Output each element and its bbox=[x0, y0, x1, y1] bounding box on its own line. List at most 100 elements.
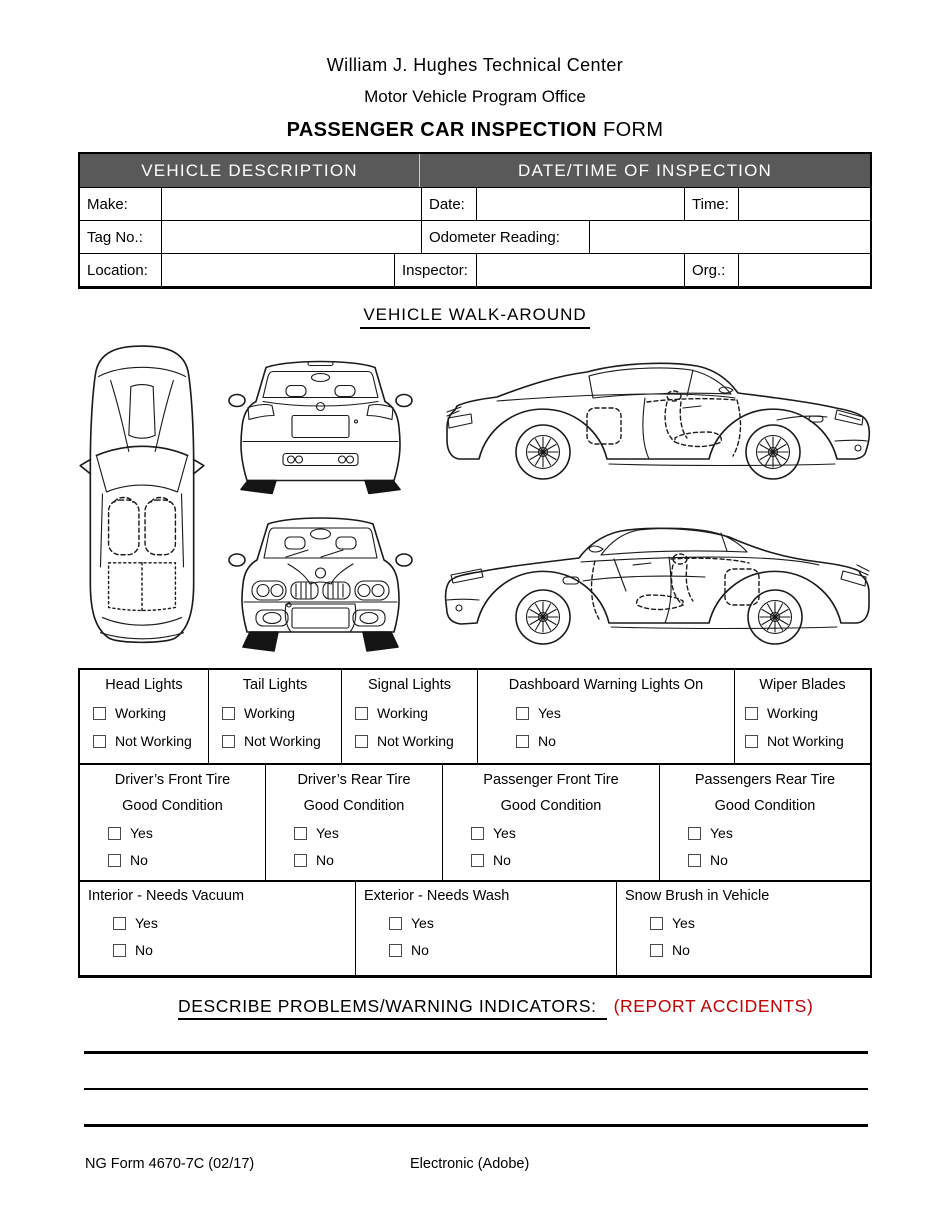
passenger-rear-tire-no-option[interactable]: No bbox=[688, 852, 870, 868]
group-title: Driver’s Front Tire bbox=[114, 772, 231, 788]
driver-front-tire-yes-option[interactable]: Yes bbox=[108, 825, 265, 841]
inspector-label: Inspector: bbox=[395, 254, 477, 286]
car-top-view bbox=[79, 345, 205, 644]
checkbox-icon[interactable] bbox=[688, 853, 701, 867]
dashboard-yes-option[interactable]: Yes bbox=[516, 705, 734, 721]
group-driver-front-tire: Driver’s Front Tire Good Condition Yes N… bbox=[80, 765, 266, 880]
org-label: Org.: bbox=[685, 254, 739, 286]
headlights-not-working-option[interactable]: Not Working bbox=[93, 733, 208, 749]
org-input[interactable] bbox=[739, 254, 870, 286]
info-row-3: Location: Inspector: Org.: bbox=[80, 253, 870, 286]
group-title: Signal Lights bbox=[367, 677, 452, 693]
form-header: William J. Hughes Technical Center Motor… bbox=[0, 55, 950, 142]
location-input[interactable] bbox=[162, 254, 395, 286]
checkbox-icon[interactable] bbox=[294, 853, 307, 867]
checkbox-icon[interactable] bbox=[745, 734, 758, 748]
checkbox-icon[interactable] bbox=[113, 916, 126, 930]
inspection-checklist: Head Lights Working Not Working Tail Lig… bbox=[78, 668, 872, 978]
checkbox-icon[interactable] bbox=[93, 706, 106, 720]
odometer-input[interactable] bbox=[590, 221, 870, 253]
checkbox-icon[interactable] bbox=[516, 706, 529, 720]
headlights-working-option[interactable]: Working bbox=[93, 705, 208, 721]
checkbox-icon[interactable] bbox=[222, 706, 235, 720]
checkbox-icon[interactable] bbox=[516, 734, 529, 748]
wiper-working-option[interactable]: Working bbox=[745, 705, 870, 721]
driver-front-tire-no-option[interactable]: No bbox=[108, 852, 265, 868]
tag-label: Tag No.: bbox=[80, 221, 162, 253]
time-input[interactable] bbox=[739, 188, 870, 220]
checkbox-icon[interactable] bbox=[471, 826, 484, 840]
form-medium: Electronic (Adobe) bbox=[410, 1156, 530, 1172]
taillights-not-working-option[interactable]: Not Working bbox=[222, 733, 341, 749]
checkbox-icon[interactable] bbox=[471, 853, 484, 867]
checkbox-icon[interactable] bbox=[688, 826, 701, 840]
checkbox-icon[interactable] bbox=[745, 706, 758, 720]
problems-line-3[interactable] bbox=[84, 1124, 868, 1127]
interior-vacuum-yes-option[interactable]: Yes bbox=[113, 915, 355, 931]
passenger-front-tire-yes-option[interactable]: Yes bbox=[471, 825, 659, 841]
date-input[interactable] bbox=[477, 188, 685, 220]
dashboard-no-option[interactable]: No bbox=[516, 733, 734, 749]
checkbox-icon[interactable] bbox=[389, 916, 402, 930]
passenger-rear-tire-yes-option[interactable]: Yes bbox=[688, 825, 870, 841]
group-title: Snow Brush in Vehicle bbox=[625, 888, 770, 904]
problems-heading-text: DESCRIBE PROBLEMS/WARNING INDICATORS: bbox=[178, 996, 607, 1020]
checkbox-icon[interactable] bbox=[108, 826, 121, 840]
snow-brush-no-option[interactable]: No bbox=[650, 942, 870, 958]
group-tail-lights: Tail Lights Working Not Working bbox=[209, 670, 342, 763]
snow-brush-yes-option[interactable]: Yes bbox=[650, 915, 870, 931]
driver-rear-tire-yes-option[interactable]: Yes bbox=[294, 825, 442, 841]
checkbox-icon[interactable] bbox=[389, 943, 402, 957]
signal-working-option[interactable]: Working bbox=[355, 705, 477, 721]
driver-rear-tire-no-option[interactable]: No bbox=[294, 852, 442, 868]
group-snow-brush: Snow Brush in Vehicle Yes No bbox=[617, 882, 870, 975]
checkbox-icon[interactable] bbox=[108, 853, 121, 867]
info-row-1: Make: Date: Time: bbox=[80, 187, 870, 220]
form-title-rest: FORM bbox=[602, 119, 664, 141]
make-input[interactable] bbox=[162, 188, 422, 220]
group-subtitle: Good Condition bbox=[714, 798, 816, 814]
problems-heading: DESCRIBE PROBLEMS/WARNING INDICATORS: (RE… bbox=[178, 996, 814, 1020]
passenger-front-tire-no-option[interactable]: No bbox=[471, 852, 659, 868]
exterior-wash-yes-option[interactable]: Yes bbox=[389, 915, 616, 931]
car-rear-view bbox=[228, 360, 413, 495]
checkbox-icon[interactable] bbox=[113, 943, 126, 957]
group-head-lights: Head Lights Working Not Working bbox=[80, 670, 209, 763]
group-signal-lights: Signal Lights Working Not Working bbox=[342, 670, 478, 763]
group-title: Interior - Needs Vacuum bbox=[88, 888, 245, 904]
checklist-tires-row: Driver’s Front Tire Good Condition Yes N… bbox=[80, 763, 870, 880]
form-number: NG Form 4670-7C (02/17) bbox=[85, 1156, 255, 1172]
checkbox-icon[interactable] bbox=[355, 734, 368, 748]
checklist-misc-row: Interior - Needs Vacuum Yes No Exterior … bbox=[80, 880, 870, 975]
checkbox-icon[interactable] bbox=[222, 734, 235, 748]
info-row-2: Tag No.: Odometer Reading: bbox=[80, 220, 870, 253]
checkbox-icon[interactable] bbox=[355, 706, 368, 720]
group-title: Passengers Rear Tire bbox=[694, 772, 836, 788]
checklist-lights-row: Head Lights Working Not Working Tail Lig… bbox=[80, 670, 870, 763]
group-title: Tail Lights bbox=[242, 677, 308, 693]
inspector-input[interactable] bbox=[477, 254, 685, 286]
problems-line-2[interactable] bbox=[84, 1088, 868, 1090]
group-passenger-front-tire: Passenger Front Tire Good Condition Yes … bbox=[443, 765, 660, 880]
signal-not-working-option[interactable]: Not Working bbox=[355, 733, 477, 749]
exterior-wash-no-option[interactable]: No bbox=[389, 942, 616, 958]
section-date-time: DATE/TIME OF INSPECTION bbox=[518, 160, 772, 180]
section-header-row: VEHICLE DESCRIPTION DATE/TIME OF INSPECT… bbox=[80, 154, 870, 187]
wiper-not-working-option[interactable]: Not Working bbox=[745, 733, 870, 749]
group-subtitle: Good Condition bbox=[122, 798, 223, 814]
problems-line-1[interactable] bbox=[84, 1051, 868, 1054]
checkbox-icon[interactable] bbox=[650, 943, 663, 957]
checkbox-icon[interactable] bbox=[93, 734, 106, 748]
report-accidents-warning: (REPORT ACCIDENTS) bbox=[613, 996, 814, 1016]
vehicle-info-table: VEHICLE DESCRIPTION DATE/TIME OF INSPECT… bbox=[78, 152, 872, 289]
odometer-label: Odometer Reading: bbox=[422, 221, 590, 253]
checkbox-icon[interactable] bbox=[650, 916, 663, 930]
taillights-working-option[interactable]: Working bbox=[222, 705, 341, 721]
interior-vacuum-no-option[interactable]: No bbox=[113, 942, 355, 958]
form-title-strong: PASSENGER CAR INSPECTION bbox=[286, 119, 597, 141]
group-title: Dashboard Warning Lights On bbox=[508, 677, 704, 693]
checkbox-icon[interactable] bbox=[294, 826, 307, 840]
tag-input[interactable] bbox=[162, 221, 422, 253]
car-side-view-passenger bbox=[446, 362, 871, 480]
